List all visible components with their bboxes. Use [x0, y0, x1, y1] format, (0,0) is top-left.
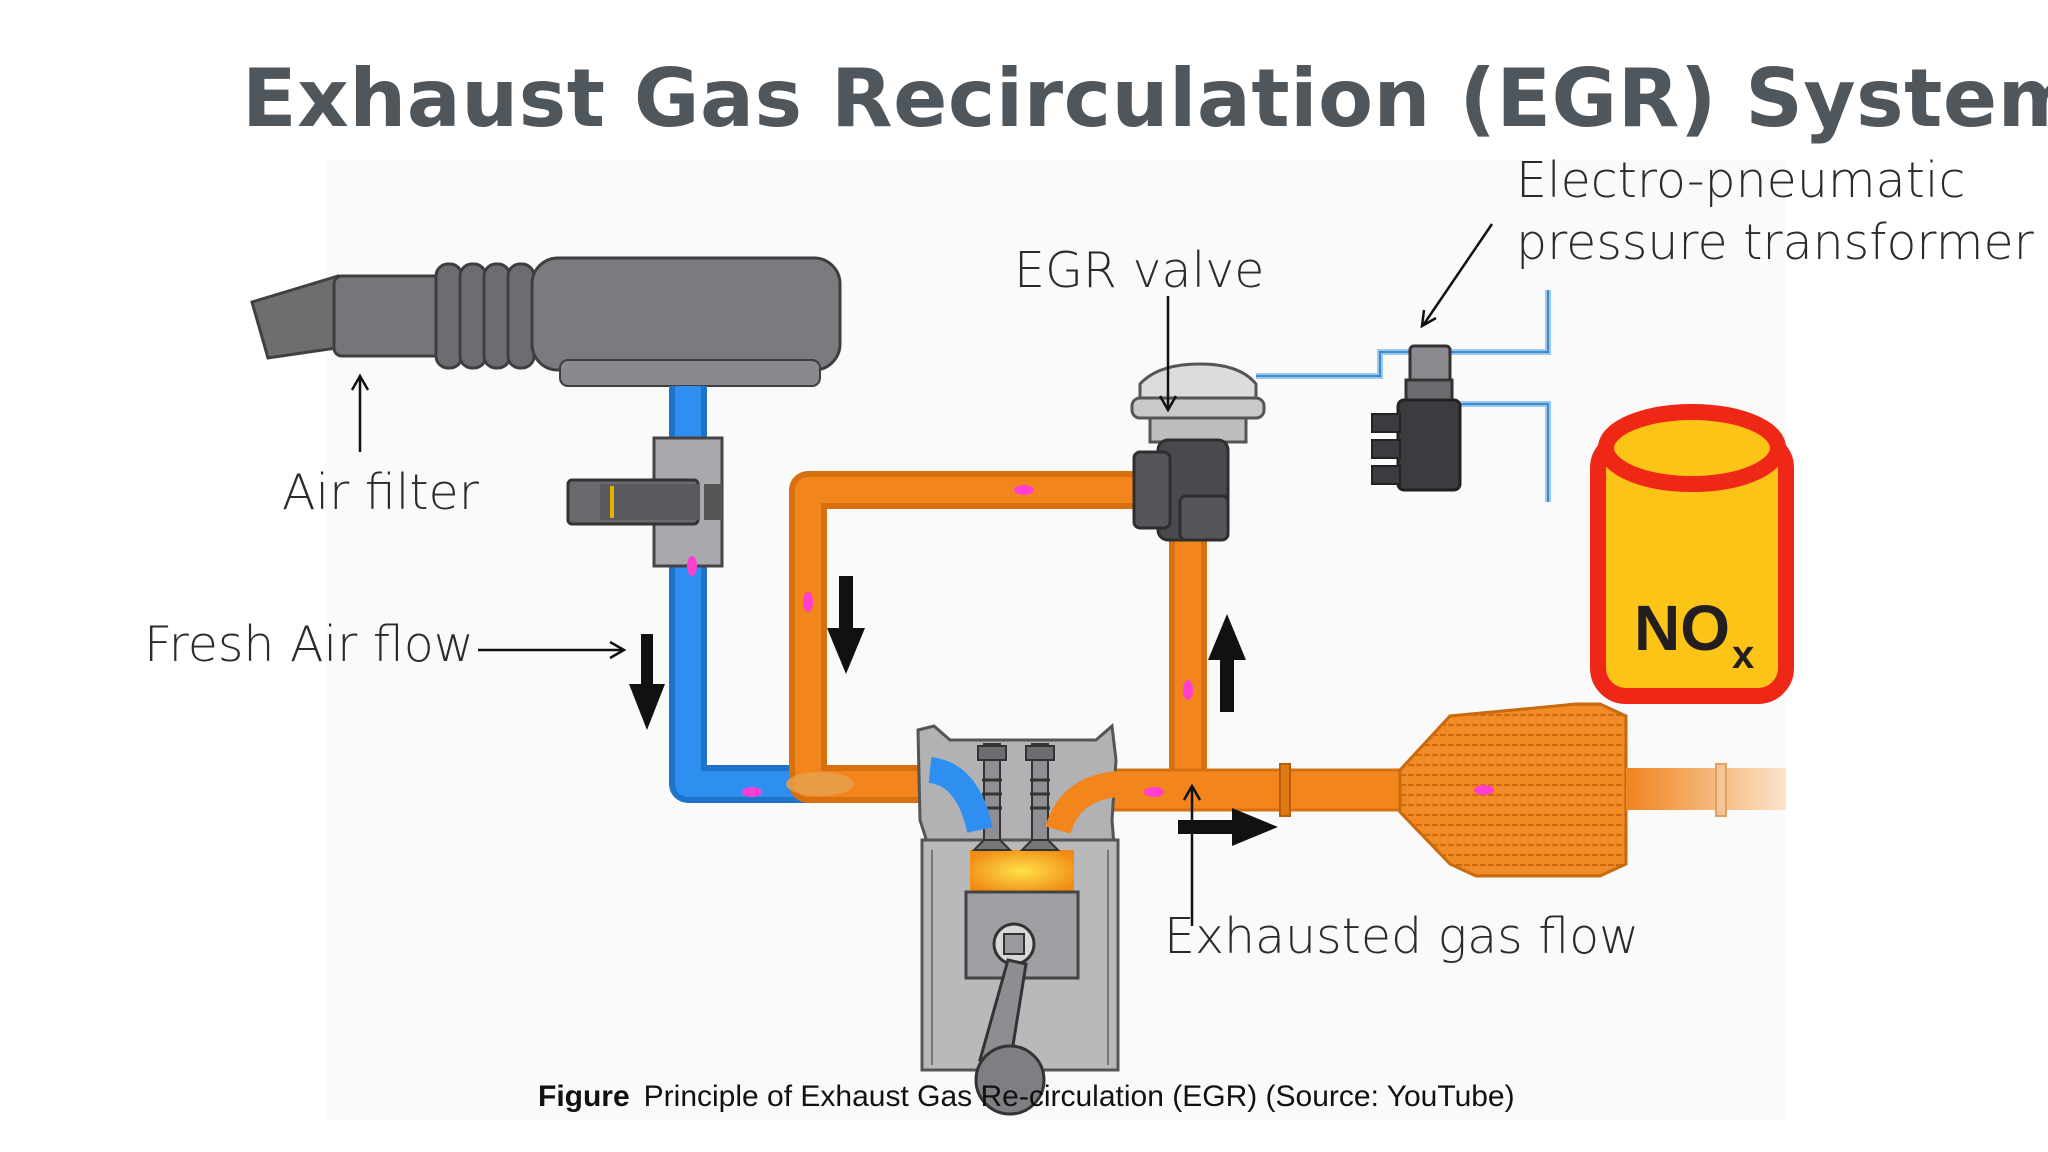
exhaust-right-arrow — [1178, 808, 1278, 846]
egr-valve — [1130, 362, 1266, 542]
figure-caption: Figure Principle of Exhaust Gas Re-circul… — [538, 1080, 1515, 1114]
exhausted-gas-flow-label: Exhausted gas flow — [1164, 908, 1640, 965]
tailpipe — [1626, 768, 1786, 810]
caption-prefix: Figure — [538, 1080, 630, 1113]
engine-cylinder — [916, 722, 1120, 1116]
egr-up-arrow — [1208, 614, 1246, 712]
flow-arrows — [629, 576, 1278, 846]
page-title: Exhaust Gas Recirculation (EGR) System — [242, 52, 2048, 145]
caption-text: Principle of Exhaust Gas Re-circulation … — [643, 1080, 1515, 1113]
nox-label: NOx — [1634, 592, 1754, 677]
egr-down-arrow — [827, 576, 865, 674]
air-filter — [250, 256, 842, 387]
flow-particles — [687, 485, 1494, 797]
pointer-arrows — [478, 223, 1494, 926]
egr-valve-label: EGR valve — [1014, 242, 1265, 299]
catalytic-converter — [1398, 702, 1628, 878]
air-filter-label: Air filter — [282, 464, 479, 521]
pressure-transformer — [1371, 344, 1462, 492]
pressure-transformer-label-line1: Electro-pneumatic — [1516, 152, 1966, 209]
fresh-air-down-arrow — [629, 634, 665, 730]
pressure-transformer-label-line2: pressure transformer — [1516, 214, 2034, 271]
fresh-air-flow-label: Fresh Air flow — [144, 616, 474, 673]
nox-can — [1590, 404, 1794, 704]
